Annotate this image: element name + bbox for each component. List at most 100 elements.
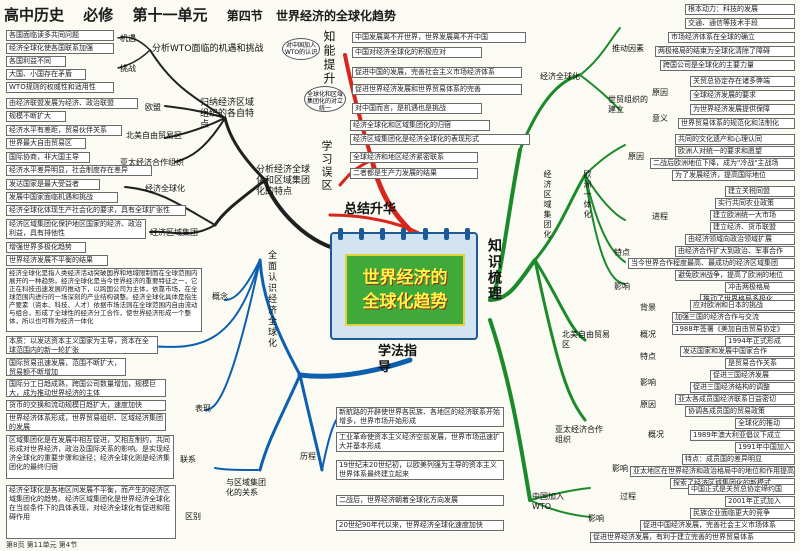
lift-item-8: 二者都是生产力发展的结果 — [350, 168, 478, 179]
opp-item-2: 各国利益不同 — [6, 56, 66, 67]
eu-cause-3: 为了发展经济，提高国际地位 — [672, 170, 795, 181]
expression-3: 世界经济体系形成，世界贸易组织、区域经济集团的发展 — [6, 413, 166, 431]
lift-item-1: 中国对经济全球化的积极应对 — [352, 47, 482, 58]
mid-regional-2: 世界经济发展不平衡的结果 — [6, 255, 108, 266]
nafta-over-0: 1988年签署《美加自由贸易协定》 — [672, 324, 795, 335]
eu-short-1: 规模不断扩大 — [6, 111, 66, 122]
lift-item-4: 对中国而言，是机遇也是挑战 — [352, 103, 482, 114]
eu-short-0: 由经济联盟发展为经济、政治联盟 — [6, 98, 138, 109]
wto-challenges-branch: 分析WTO面临的机遇和挑战 — [152, 44, 264, 54]
center-title-panel: 世界经济的 全球化趋势 — [345, 254, 465, 326]
wto-meaning-0: 为世界经济发展提供保障 — [690, 104, 795, 115]
wto-effect-0: 民族企业面临更大的竞争 — [690, 508, 795, 519]
learning-mistakes-label: 学习误区 — [320, 140, 333, 192]
concept-text: 经济全球化是指人类经济活动突破国界和地域限制而在全球范围内展开的一种趋势。经济全… — [6, 268, 202, 332]
apec-over-0: 全球化的推动 — [735, 418, 795, 429]
eu-cause-label: 原因 — [628, 152, 644, 161]
center-title-line1: 世界经济的 — [362, 268, 448, 288]
driver-2: 市场经济体系在全球的确立 — [668, 32, 795, 43]
note-unity-opposition: 全球化和区域集团化的对立统一 — [304, 86, 346, 112]
quadrant-guide-text: 学法指导 — [378, 344, 418, 375]
regional-label: 经济区域集团化 — [543, 170, 552, 240]
driver-1: 交通、通信等技术手段 — [685, 18, 795, 29]
nafta-feat-0: 发达国家和发展中国家合作 — [680, 346, 795, 357]
wto-process-1: 2001年正式加入 — [725, 496, 795, 507]
mid-global-2: 经济全球化体现生产社会化的要求，具有全球扩张性 — [6, 205, 186, 216]
history-2: 19世纪末20世纪初，以欧美列强为主导的资本主义世界体系最终建立起来 — [336, 460, 504, 480]
apec-label: 亚太经济合作组织 — [555, 425, 603, 444]
history-1: 工业革命使资本主义经济空前发展，世界市场迅速扩大并基本形成 — [336, 432, 504, 452]
eu-short-label: 欧盟 — [145, 103, 161, 112]
difference-label: 区别 — [185, 512, 201, 521]
quadrant-summary: 总结升华 — [344, 202, 397, 217]
wto-reason-0: 关贸总协定存在诸多弊端 — [690, 76, 795, 87]
wto-effect-label: 影响 — [588, 514, 604, 523]
mid-regional-0: 经济区域集团化保护地区国家的经济、政治利益，具有排他性 — [6, 219, 146, 239]
eu-cause-0: 共同的文化遗产和心理认同 — [675, 134, 795, 145]
apec-eff-label: 影响 — [612, 464, 628, 473]
nafta-eff-1: 促进三国经济结构的调整 — [690, 382, 795, 393]
apec-over-1: 1989年澳大利亚倡议下成立 — [690, 430, 795, 441]
unit-title: 第十一单元 — [132, 6, 208, 24]
eu-effect-0: 避免欧洲战争，提高了欧洲的地位 — [675, 270, 795, 281]
difference-text: 经济全球化是各地区间发展不平衡，而产生的经济区域集团化的趋势。经济区域集团化是世… — [6, 485, 176, 539]
history-label: 历程 — [300, 452, 316, 461]
history-4: 20世纪90年代以来，世界经济全球化速度加快 — [336, 520, 504, 531]
lift-item-0: 中国发展离不开世界，世界发展离不开中国 — [352, 32, 526, 43]
nafta-feat-1: 是贸易合作关系 — [725, 358, 795, 369]
concept-label: 概念 — [212, 292, 228, 301]
nafta-feat-label: 特点 — [640, 352, 656, 361]
apec-short-0: 国际协商，非大国主导 — [6, 152, 90, 163]
chal-item-1: WTO规则的权威性和适用性 — [6, 82, 114, 93]
lift-item-2: 促进中国的发展，完善社会主义市场经济体系 — [352, 67, 522, 78]
history-0: 新航路的开辟使世界各民族、各地区的经济联系开始增多，世界市场开始形成 — [336, 407, 504, 427]
wto-reason-1: 全球经济发展的要求 — [690, 90, 795, 101]
driver-3: 两极格局的结束为全球化清除了障碍 — [655, 46, 795, 57]
nafta-short-label: 北美自由贸易区 — [126, 131, 182, 140]
quadrant-knowledge: 知识梳理 — [486, 238, 502, 302]
apec-eff-0: 特点：成员国的差异明显 — [682, 454, 795, 465]
page-header: 高中历史 必修 第十一单元 第四节 世界经济的全球化趋势 — [4, 4, 396, 25]
eu-feature-0: 由经济领域向政治领域扩展 — [685, 234, 795, 245]
note-wto-awareness: 对中国加入WTO的认识 — [282, 38, 320, 60]
lift-item-6: 经济区域集团化是经济全球化的表现形式 — [350, 134, 530, 145]
wto-process-label: 过程 — [620, 492, 636, 501]
apec-over-2: 1991年中国加入 — [735, 442, 795, 453]
mid-global-0: 发达国家是最大受益者 — [6, 179, 100, 190]
eu-process-0: 建立关税同盟 — [725, 186, 795, 197]
nafta-over-label: 概况 — [640, 330, 656, 339]
nafta-label: 北美自由贸易区 — [562, 330, 610, 349]
eu-effect-label: 影响 — [614, 282, 630, 291]
center-title-line2: 全球化趋势 — [362, 292, 448, 312]
nafta-bg-1: 加强三国的经济合作与交流 — [672, 312, 795, 323]
wto-org-label: 世贸组织的建立 — [608, 95, 648, 114]
lift-item-5: 经济全球化和区域集团化的归宿 — [350, 120, 490, 131]
opp-item-0: 各国面临读多共同问题 — [6, 30, 114, 41]
nafta-short-1: 世界最大自由贸易区 — [6, 138, 86, 149]
contact-label: 联系 — [180, 455, 196, 464]
apec-eff-1: 亚太地区在世界经济和政治格局中的地位和作用提高 — [630, 466, 795, 477]
eu-process-3: 建立经济、货币联盟 — [710, 222, 795, 233]
contact-text: 区域集团化是在发展中相互促进，又相互制约，共同形成对世界经济，政治及国际关系的影… — [6, 435, 174, 479]
wto-reason-label: 原因 — [652, 88, 668, 97]
nafta-eff-0: 促进三国经济发展 — [710, 370, 795, 381]
eu-process-2: 建立欧洲统一大市场 — [710, 210, 795, 221]
center-topic-card: 世界经济的 全球化趋势 — [330, 228, 478, 340]
expression-0: 国际贸易迅速发展，范围不断扩大，贸易额不断增加 — [6, 358, 126, 376]
driver-4: 跨国公司是全球化的主要力量 — [660, 60, 795, 71]
topic-title: 世界经济的全球化趋势 — [276, 9, 397, 23]
full-understanding-label: 全面认识经济全球化 — [266, 250, 276, 349]
apec-cause-0: 亚太各成员国经济联系日益密切 — [675, 394, 795, 405]
driver-0: 根本动力：科技的发展 — [685, 4, 795, 15]
eu-effect-1: 冲击两极格局 — [725, 282, 795, 293]
history-3: 二战后，世界经济朝着全球化方向发展 — [336, 495, 504, 506]
eu-feature-1: 由经济合作扩大到政治、军事合作 — [675, 246, 795, 257]
mid-regional-label: 经济区域集团 — [150, 228, 198, 237]
wto-effect-1: 促进中国经济发展，完善社会主义市场体系 — [640, 520, 795, 531]
course-title: 高中历史 — [4, 6, 65, 24]
eu-label: 欧洲一体化 — [583, 170, 592, 220]
global-label: 经济全球化 — [540, 72, 580, 81]
wto-join-label: 中国加入WTO — [532, 492, 564, 511]
analysis-branch: 分析经济全球化和区域集团化的特点 — [256, 165, 311, 197]
book-type: 必修 — [83, 6, 114, 24]
